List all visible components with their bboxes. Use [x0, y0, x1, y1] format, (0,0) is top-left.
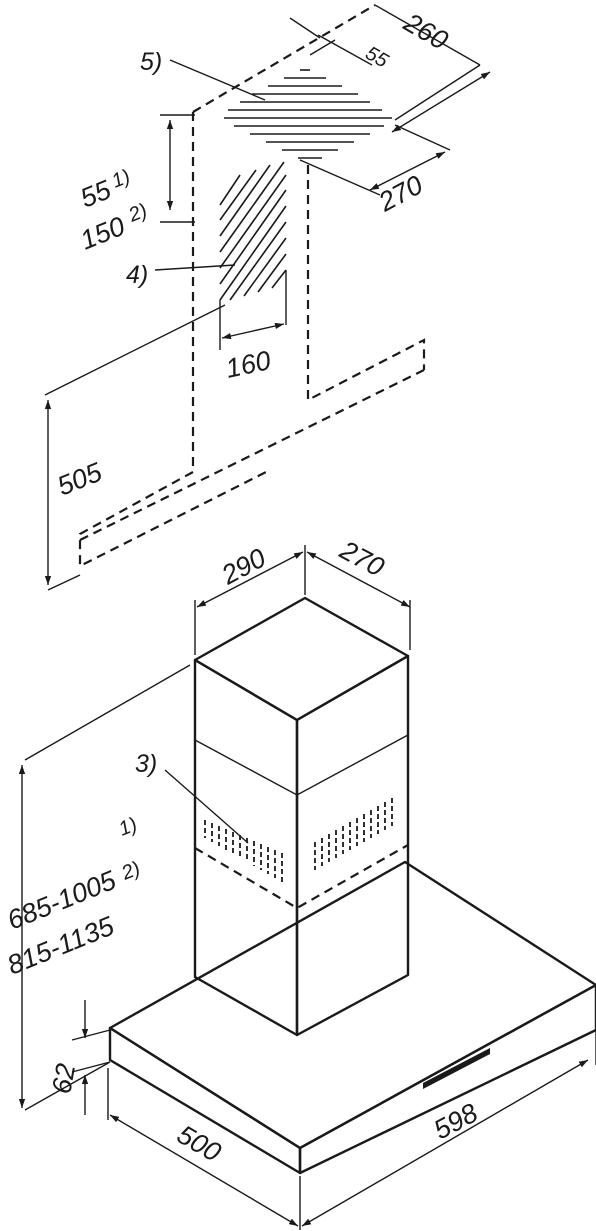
- dim-chimney-depth: 270: [334, 534, 389, 582]
- vent-band-lower: [194, 844, 409, 910]
- dim-top-width: 260: [398, 7, 453, 56]
- callout-electrical-socket: 4): [126, 261, 148, 289]
- air-vents-right: [314, 798, 393, 870]
- dim-canopy-height: 62: [46, 1061, 81, 1096]
- dim-min-gap-2-note: 2): [125, 200, 151, 227]
- dim-canopy-depth: 500: [172, 1119, 226, 1168]
- callout-duct-outlet: 5): [140, 48, 162, 76]
- chimney-joint-line: [194, 734, 409, 796]
- dim-clearance: 505: [53, 457, 107, 502]
- dim-socket-width: 160: [223, 345, 273, 384]
- installation-outline: [78, 4, 426, 568]
- top-dimension-lines: [44, 4, 491, 591]
- chimney-outline-right: [306, 165, 426, 402]
- chimney-left-face: [193, 658, 299, 1037]
- canopy-front-right-face: [298, 983, 596, 1175]
- dim-min-gap-1-note: 1): [109, 166, 134, 193]
- duct-outlet-area: [224, 69, 392, 159]
- dim-top-depth: 270: [373, 170, 428, 218]
- dim-chimney-width: 290: [216, 543, 271, 591]
- dim-height-range-1-note: 1): [116, 814, 141, 841]
- dim-min-gap-2: 150: [76, 211, 129, 256]
- callout-air-vents: 3): [135, 750, 157, 778]
- air-vents-left: [204, 820, 283, 882]
- control-panel-slot: [423, 1048, 490, 1089]
- dim-height-range-2-note: 2): [118, 858, 144, 885]
- canopy-outline-left: [78, 469, 271, 568]
- hood-body: [108, 596, 596, 1175]
- electrical-socket-area: [219, 161, 287, 301]
- chimney-right-face: [295, 654, 410, 1037]
- canopy-outline-top: [79, 369, 425, 541]
- chimney-top-face: [193, 596, 410, 722]
- dim-canopy-width: 598: [429, 1098, 483, 1146]
- chimney-outline-top: [192, 4, 376, 113]
- bottom-dimension-lines: [18, 545, 596, 1230]
- dim-min-gap-1: 55: [76, 174, 116, 213]
- dim-top-offset: 55: [362, 42, 393, 73]
